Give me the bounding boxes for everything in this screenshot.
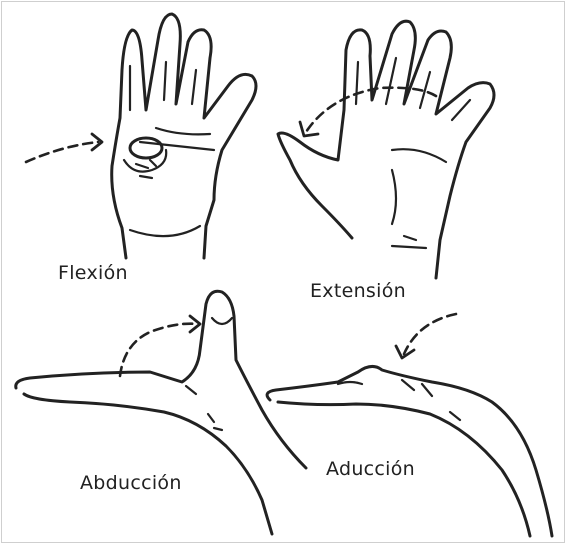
extension-arrow xyxy=(300,88,436,136)
adduction-hand-drawing xyxy=(267,366,552,536)
caption-abduction: Abducción xyxy=(80,472,182,494)
abduction-arrow xyxy=(120,316,200,376)
caption-adduction: Aducción xyxy=(326,458,415,480)
flexion-arrow xyxy=(26,134,102,162)
extension-hand-drawing xyxy=(278,21,494,278)
flexion-hand-drawing xyxy=(112,14,256,258)
caption-flexion: Flexión xyxy=(58,262,128,284)
caption-extension: Extensión xyxy=(310,280,406,302)
adduction-arrow xyxy=(396,314,456,358)
